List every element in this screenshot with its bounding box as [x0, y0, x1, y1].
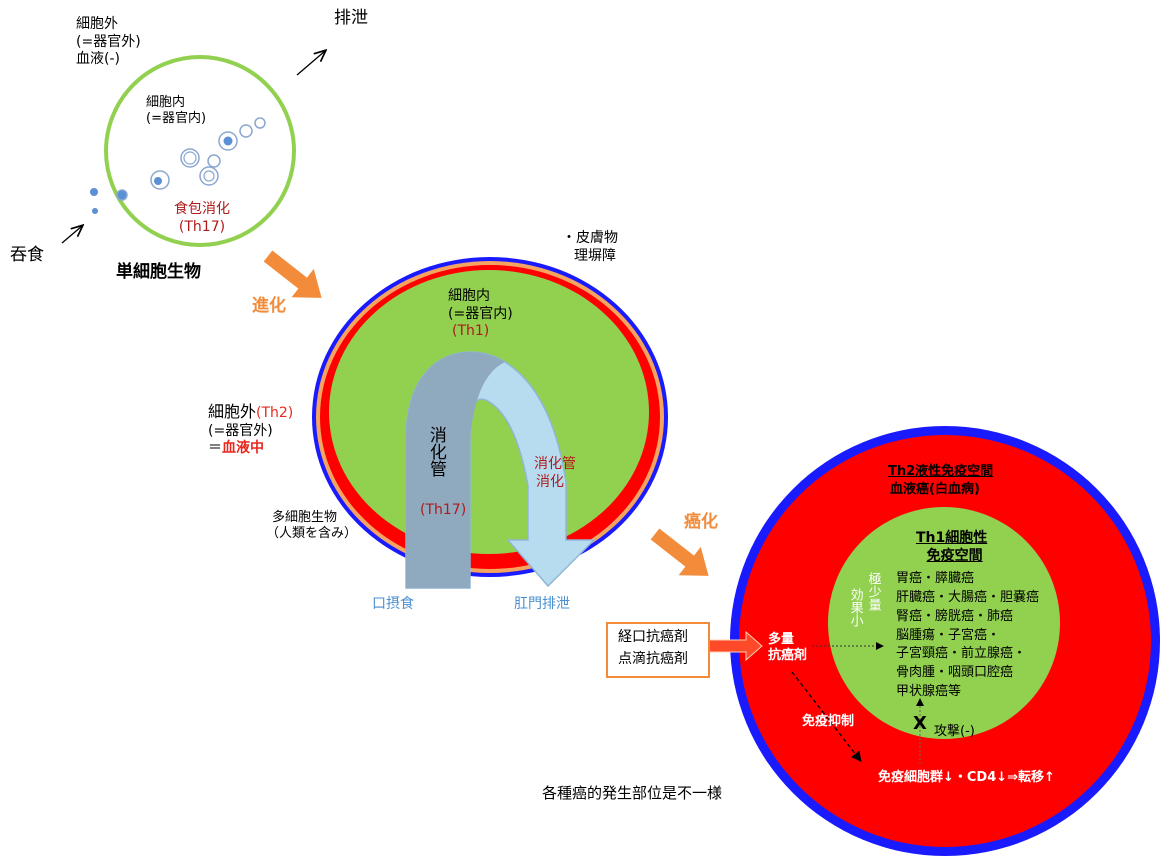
single-inside-label: 細胞内 (=器官内) [146, 95, 207, 127]
gut-descending [406, 352, 505, 588]
evolution-label: 進化 [252, 296, 286, 316]
cancer-arrow [650, 528, 709, 576]
immunosuppress-label: 免疫抑制 [802, 714, 855, 729]
single-excrete-label: 排泄 [334, 8, 368, 28]
cancer-list-item: 胃癌・膵臓癌 [896, 571, 975, 586]
cancer-list-item: 腎癌・膀胱癌・肺癌 [896, 608, 1014, 624]
blood-cancer-label: 血液癌(白血病) [890, 482, 980, 497]
drug-arrow [705, 630, 763, 662]
single-outside-label: 細胞外 (=器官外) 血液(-) [76, 16, 141, 67]
metastasis-label: 免疫細胞群↓・CD4↓⇒転移↑ [878, 770, 1055, 785]
single-cell-title: 単細胞生物 [116, 262, 201, 282]
effect-small-label: 効果小 [847, 588, 863, 627]
cancer-list-item: 脳腫瘍・子宮癌・ [896, 627, 1001, 643]
extreme-small-amount-label: 極少量 [865, 572, 881, 611]
vesicles [90, 117, 266, 214]
massive-drug-label: 多量 抗癌剤 [768, 632, 808, 664]
evolution-arrow [263, 250, 322, 298]
cancer-list-item: 甲状腺癌等 [896, 684, 962, 700]
anus-label: 肛門排泄 [514, 596, 570, 612]
th1-space-label: Th1細胞性 免疫空間 [916, 530, 988, 564]
caption: 各種癌的発生部位是不一様 [542, 784, 723, 802]
anticancer-drug-box: 経口抗癌剤 点滴抗癌剤 [606, 622, 710, 678]
single-cell-membrane [104, 55, 296, 247]
cancer-list: 胃癌・膵臓癌 肝臓癌・大腸癌・胆嚢癌 腎癌・膀胱癌・肺癌 脳腫瘍・子宮癌・ 子宮… [896, 570, 1039, 702]
attack-x-mark: X [913, 713, 927, 734]
cancer-list-item: 肝臓癌・大腸癌・胆嚢癌 [896, 589, 1040, 605]
gut-th17-label: (Th17) [420, 502, 467, 518]
ingest-label: 吞食 [10, 245, 44, 265]
iv-drug-label: 点滴抗癌剤 [618, 651, 688, 667]
gut-digest-label: 消化管 消化 [534, 456, 576, 490]
cancer-list-item: 骨肉腫・咽頭口腔癌 [896, 665, 1014, 681]
excrete-arrow [296, 51, 325, 76]
multi-inside-label: 細胞内 (=器官内) (Th1) [448, 288, 513, 339]
mouth-label: 口摂食 [372, 596, 414, 612]
cancer-label: 癌化 [684, 512, 718, 532]
ingest-arrow [61, 226, 82, 244]
skin-barrier-label: ・皮膚物 理塀障 [562, 230, 618, 264]
multi-organism-label: 多細胞生物 （人類を含み） [266, 510, 358, 542]
gut-vertical-label: 消化管 [425, 426, 446, 477]
attack-label: 攻撃(-) [934, 724, 975, 739]
phagosome-label: 食包消化 (Th17) [174, 201, 230, 235]
th2-space-label: Th2液性免疫空間 [888, 464, 994, 479]
multi-outside-label: 細胞外(Th2) (=器官外) ＝血液中 [208, 402, 294, 456]
cancer-th1-green [828, 507, 1060, 739]
cancer-list-item: 子宮頸癌・前立腺癌・ [896, 646, 1027, 662]
oral-drug-label: 経口抗癌剤 [618, 629, 688, 645]
immunosuppress-arrow [791, 671, 862, 763]
